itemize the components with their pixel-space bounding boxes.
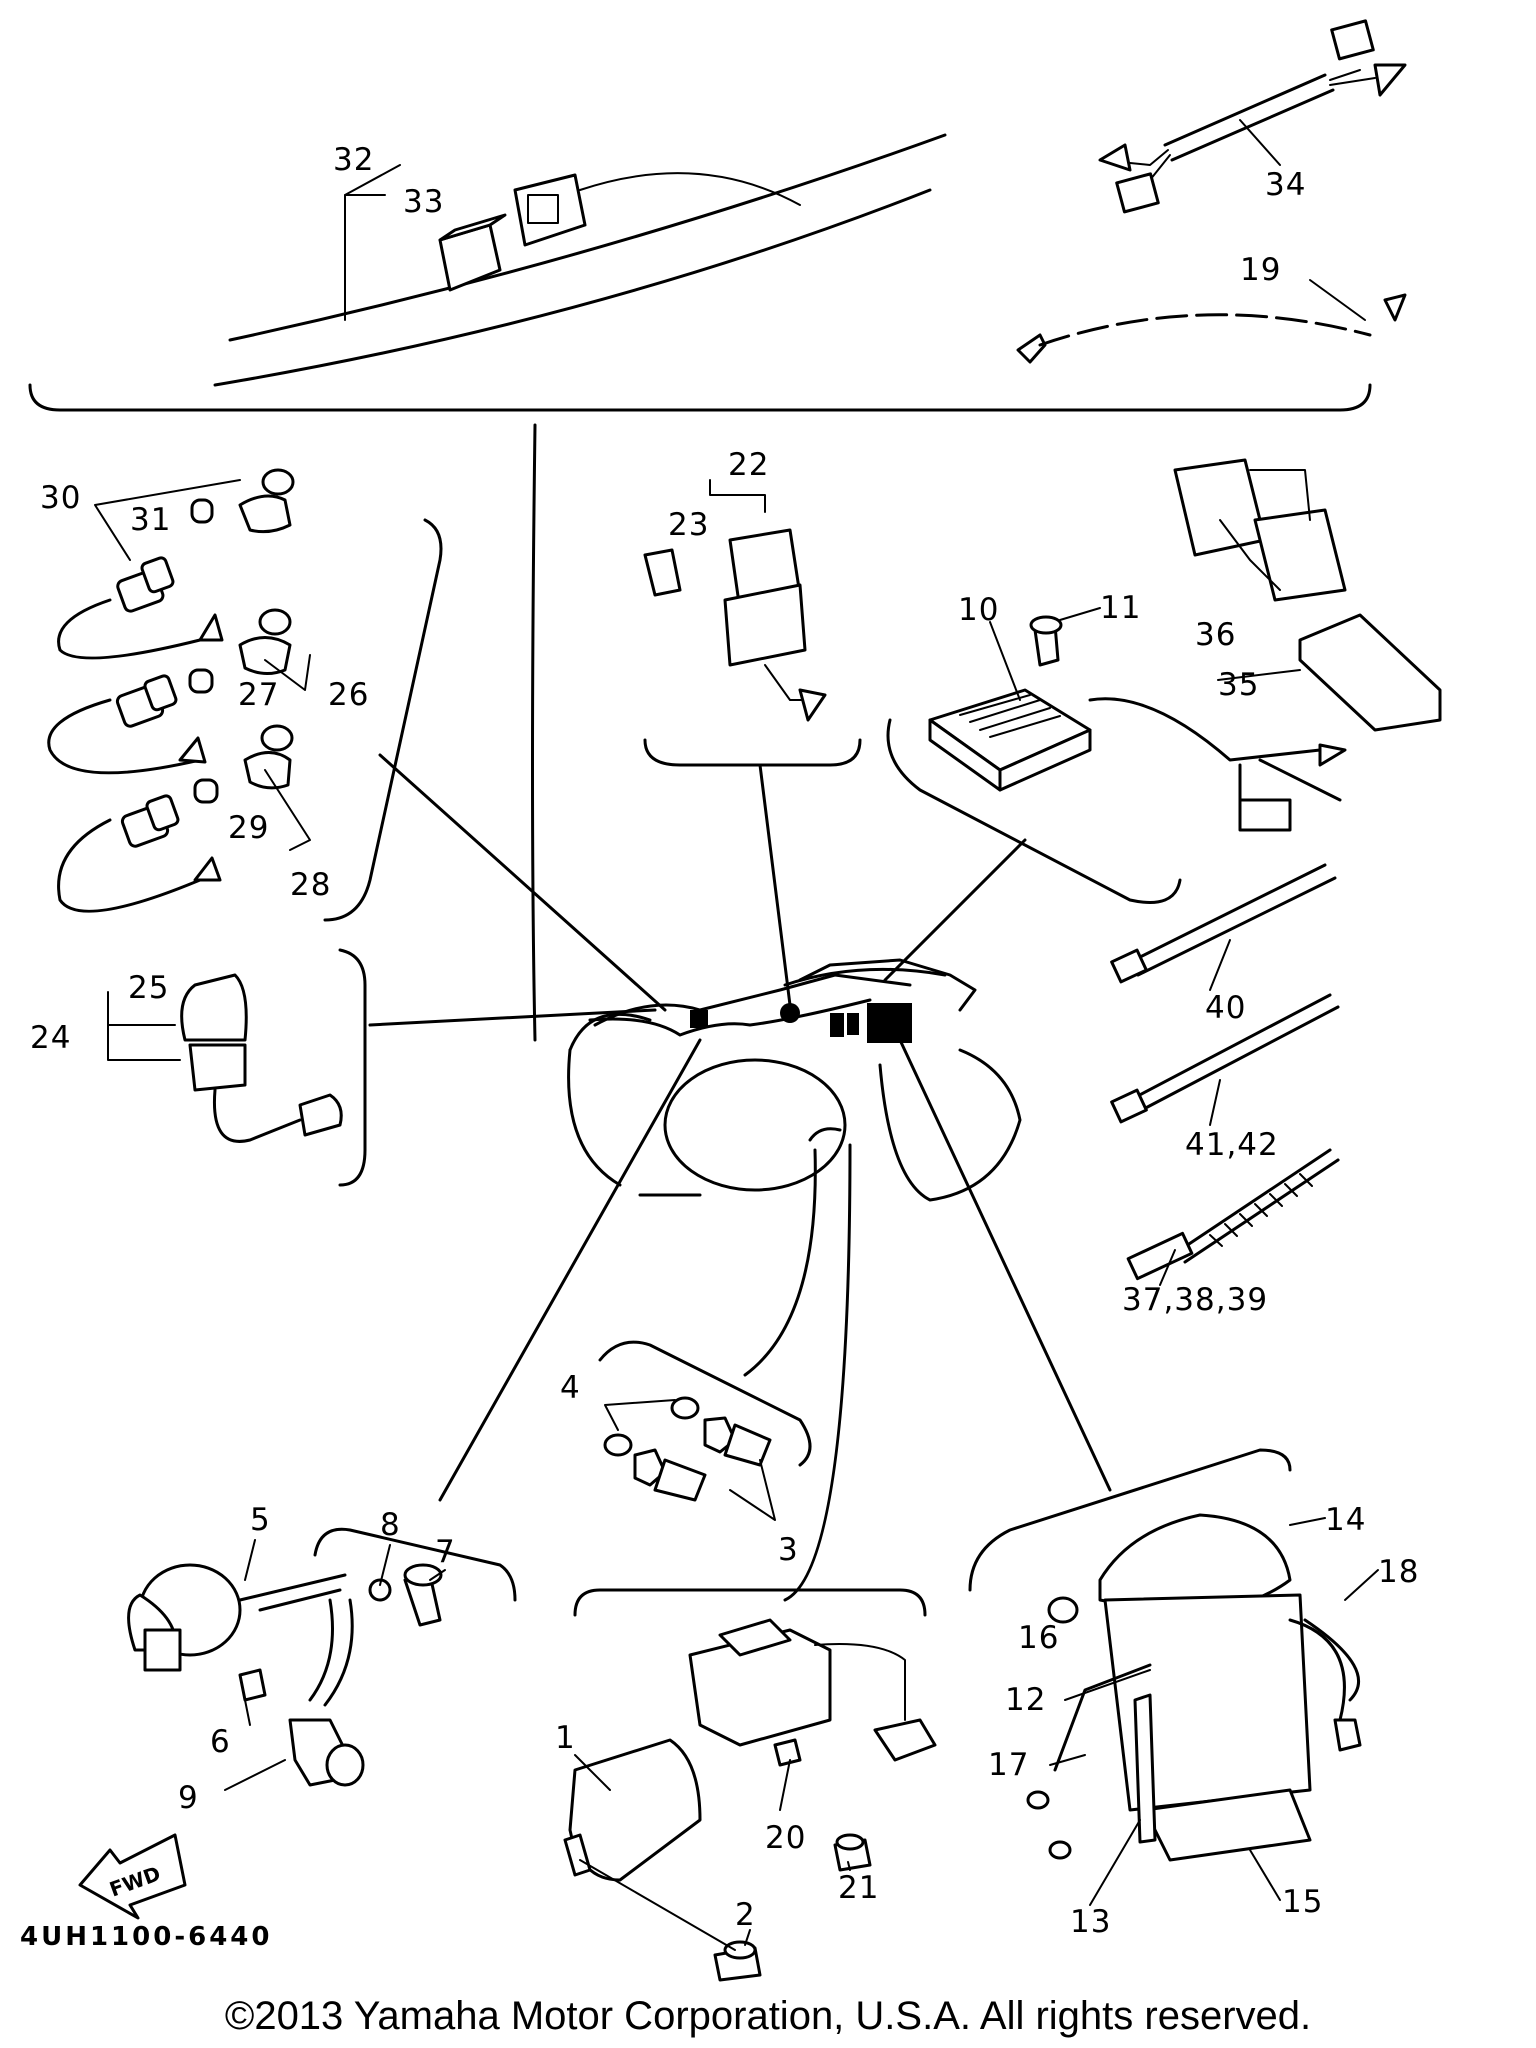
callout-16: 16 (1018, 1620, 1059, 1656)
callout-21: 21 (838, 1870, 879, 1906)
callout-22: 22 (728, 447, 769, 483)
callout-10: 10 (958, 592, 999, 628)
callout-1: 1 (555, 1720, 576, 1756)
callout-19: 19 (1240, 252, 1281, 288)
battery-group (968, 1448, 1362, 1862)
callout-17: 17 (988, 1747, 1029, 1783)
fwd-arrow: FWD (78, 1833, 187, 1920)
callout-24: 24 (30, 1020, 71, 1056)
callout-27: 27 (238, 677, 279, 713)
callout-5: 5 (250, 1502, 271, 1538)
diagram-code: 4UH1100-6440 (20, 1922, 272, 1952)
ground-wire (1016, 279, 1407, 364)
relay-connector (438, 213, 507, 292)
switch-group-brace (323, 518, 443, 922)
rectifier-group (886, 615, 1347, 904)
callout-20: 20 (765, 1820, 806, 1856)
coil-group (127, 1527, 517, 1787)
cdi-group (563, 1588, 937, 1982)
callout-18: 18 (1378, 1554, 1419, 1590)
connector-covers (1173, 458, 1442, 732)
pointer-lines (368, 423, 1112, 1602)
leader-lines (224, 607, 1379, 1946)
callout-26: 26 (328, 677, 369, 713)
switch-group (47, 468, 443, 922)
top-group (28, 19, 1407, 412)
callout-29: 29 (228, 810, 269, 846)
callout-2: 2 (735, 1897, 756, 1933)
callout-14: 14 (1325, 1502, 1366, 1538)
relay-group (643, 479, 862, 767)
callout-23: 23 (668, 507, 709, 543)
relay-socket (513, 172, 801, 247)
callout-32: 32 (333, 142, 374, 178)
callout-33: 33 (403, 184, 444, 220)
callout-4: 4 (560, 1370, 581, 1406)
callout-9: 9 (178, 1780, 199, 1816)
callout-13: 13 (1070, 1904, 1111, 1940)
callout-37-38-39: 37,38,39 (1122, 1282, 1268, 1318)
wire-harness (228, 133, 947, 342)
callout-35: 35 (1218, 667, 1259, 703)
callout-7: 7 (435, 1534, 456, 1570)
callout-28: 28 (290, 867, 331, 903)
vehicle-outline (567, 958, 1022, 1202)
callout-labels: 32 33 34 19 30 31 27 26 29 28 25 24 22 2… (30, 142, 1419, 1940)
callout-36: 36 (1195, 617, 1236, 653)
callout-6: 6 (210, 1724, 231, 1760)
callout-11: 11 (1100, 590, 1141, 626)
top-group-brace (28, 383, 1372, 412)
callout-8: 8 (380, 1507, 401, 1543)
callout-31: 31 (130, 502, 171, 538)
main-switch-group (107, 948, 367, 1187)
callout-40: 40 (1205, 990, 1246, 1026)
callout-3: 3 (778, 1532, 799, 1568)
sensor-group (598, 1340, 812, 1521)
copyright-notice: ©2013 Yamaha Motor Corporation, U.S.A. A… (224, 1994, 1312, 2038)
callout-34: 34 (1265, 167, 1306, 203)
callout-30: 30 (40, 480, 81, 516)
callout-25: 25 (128, 970, 169, 1006)
callout-41-42: 41,42 (1185, 1127, 1279, 1163)
callout-15: 15 (1282, 1884, 1323, 1920)
callout-12: 12 (1005, 1682, 1046, 1718)
lead-wire (1098, 19, 1407, 214)
cable-ties (1110, 863, 1340, 1281)
